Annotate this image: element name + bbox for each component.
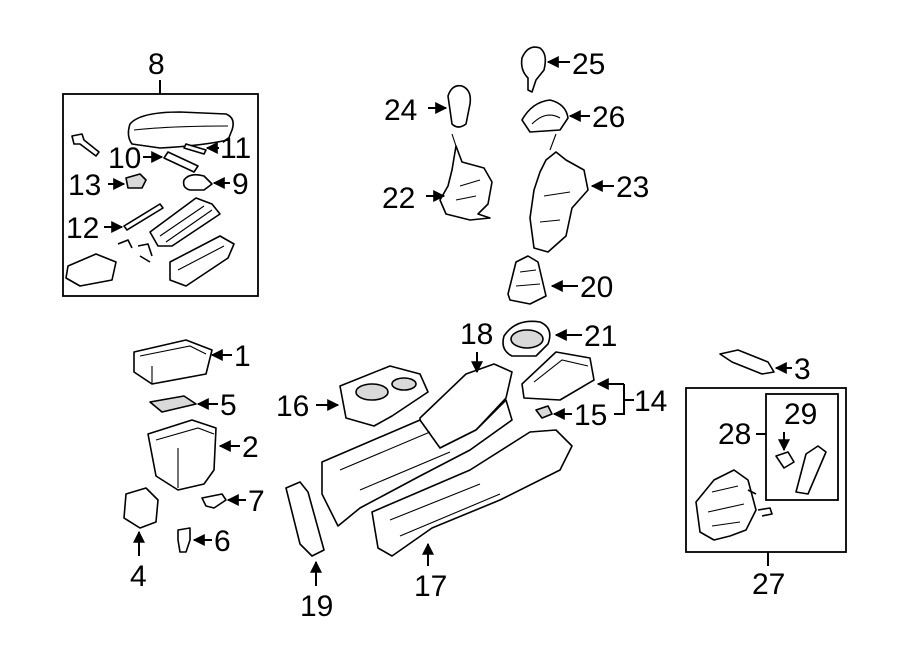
bolt xyxy=(71,133,100,157)
callout-11: 11 xyxy=(220,132,251,165)
clip-13 xyxy=(125,173,147,189)
trim-piece-3 xyxy=(719,349,775,375)
tray-mat-5 xyxy=(149,395,197,413)
console-lower-panel-17 xyxy=(371,429,573,557)
trim-strip-28 xyxy=(795,445,827,495)
bracket-29 xyxy=(775,451,795,469)
callout-3: 3 xyxy=(794,353,811,386)
armrest-kit-group: 8 11 10 9 13 12 xyxy=(62,48,259,297)
callout-23: 23 xyxy=(616,171,649,204)
console-body xyxy=(321,399,513,527)
callout-17: 17 xyxy=(414,570,447,603)
end-trim-19 xyxy=(285,481,325,557)
shifter-assembly-23 xyxy=(529,151,589,253)
armrest-base xyxy=(65,253,117,287)
callout-21: 21 xyxy=(584,320,617,353)
box-28 xyxy=(765,393,839,501)
callout-14: 14 xyxy=(634,385,667,418)
console-panels-group: 16 18 17 19 14 15 xyxy=(276,318,667,623)
console-tray-14 xyxy=(521,351,595,401)
shifter-assembly-22 xyxy=(439,145,493,221)
right-group: 3 27 28 29 xyxy=(685,349,847,601)
shift-boot-20 xyxy=(507,255,547,305)
clip-7 xyxy=(201,493,227,509)
callout-28: 28 xyxy=(718,418,751,451)
armrest-lid xyxy=(127,111,234,149)
pin-6 xyxy=(177,527,191,553)
callout-6: 6 xyxy=(214,525,231,558)
callout-15: 15 xyxy=(574,399,607,432)
trim-strip-11 xyxy=(183,143,207,155)
callout-13: 13 xyxy=(68,169,101,202)
callout-24: 24 xyxy=(384,94,417,127)
callout-18: 18 xyxy=(460,318,493,351)
callout-5: 5 xyxy=(220,389,237,422)
rod-12 xyxy=(123,203,164,231)
latch-9 xyxy=(182,173,213,191)
hinge-assembly xyxy=(149,197,221,247)
shifter-mechanism-27 xyxy=(695,469,757,541)
callout-29: 29 xyxy=(784,398,817,431)
callout-16: 16 xyxy=(276,390,309,423)
callout-26: 26 xyxy=(592,101,625,134)
armrest-bar-10 xyxy=(163,151,199,173)
callout-8: 8 xyxy=(148,48,165,81)
shift-knob-24 xyxy=(447,84,472,128)
shift-knob-25 xyxy=(520,46,547,93)
callout-22: 22 xyxy=(382,182,415,215)
callout-1: 1 xyxy=(234,340,251,373)
callout-7: 7 xyxy=(248,485,265,518)
callout-9: 9 xyxy=(232,168,249,201)
callout-12: 12 xyxy=(66,212,99,245)
callout-10: 10 xyxy=(108,142,141,175)
callout-4: 4 xyxy=(130,560,147,593)
callout-25: 25 xyxy=(572,48,605,81)
console-box-group: 1 5 2 4 7 6 xyxy=(123,339,265,593)
box-27 xyxy=(685,387,847,553)
bracket-4 xyxy=(123,487,159,529)
callout-27: 27 xyxy=(752,568,785,601)
callout-19: 19 xyxy=(300,590,333,623)
small-fasteners xyxy=(747,489,773,517)
shifter-group: 24 22 25 26 23 20 21 xyxy=(382,46,649,357)
callout-20: 20 xyxy=(580,271,613,304)
callout-2: 2 xyxy=(242,431,259,464)
storage-tray-1 xyxy=(133,339,213,385)
small-clips xyxy=(117,239,153,263)
clip-15 xyxy=(535,405,553,419)
armrest-bracket xyxy=(169,235,235,287)
